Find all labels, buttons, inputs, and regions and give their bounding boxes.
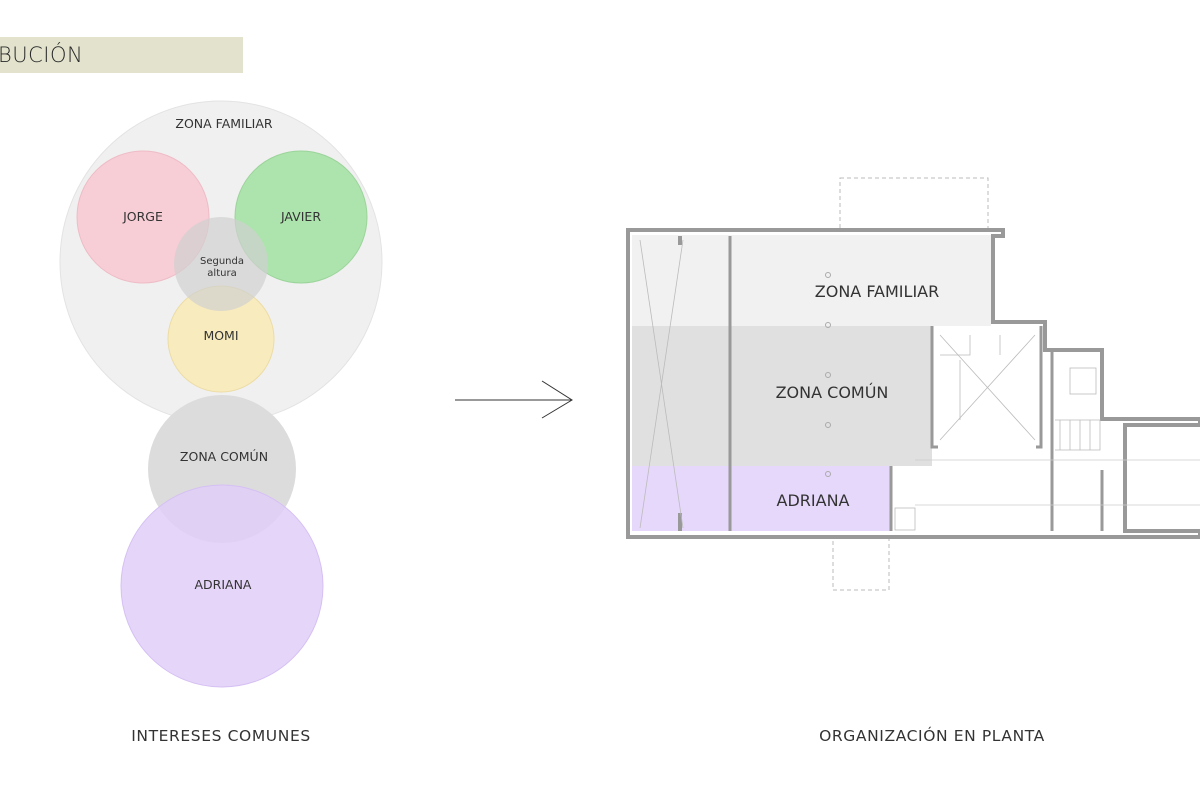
- plan-label-zona-comun: ZONA COMÚN: [776, 383, 889, 402]
- label-adriana: ADRIANA: [194, 577, 251, 592]
- arrow-icon: [455, 380, 573, 419]
- caption-organizacion-planta: ORGANIZACIÓN EN PLANTA: [819, 727, 1045, 745]
- circle-jorge: [76, 150, 210, 284]
- circle-adriana: [120, 484, 324, 688]
- circle-segunda-altura: [174, 217, 268, 311]
- plan-label-adriana: ADRIANA: [777, 491, 850, 510]
- label-jorge: JORGE: [122, 209, 163, 224]
- label-segunda: Segunda: [200, 256, 244, 267]
- label-zona-familiar: ZONA FAMILIAR: [175, 116, 273, 131]
- zone-adriana-fill: [632, 466, 891, 531]
- label-momi: MOMI: [203, 328, 238, 343]
- circle-javier: [234, 150, 368, 284]
- section-title: BUCIÓN: [0, 43, 84, 67]
- plan-label-zona-familiar: ZONA FAMILIAR: [815, 282, 939, 301]
- floor-plan: ZONA FAMILIAR ZONA COMÚN ADRIANA: [626, 177, 1200, 591]
- venn-diagram: ZONA FAMILIAR JORGE JAVIER Segunda altur…: [59, 100, 383, 688]
- label-javier: JAVIER: [280, 209, 321, 224]
- section-title-band: BUCIÓN: [0, 37, 243, 73]
- label-zona-comun: ZONA COMÚN: [180, 449, 268, 464]
- caption-intereses-comunes: INTERESES COMUNES: [131, 727, 311, 745]
- label-altura: altura: [207, 268, 236, 279]
- zone-familiar-fill: [632, 235, 991, 326]
- zone-comun-fill: [632, 326, 932, 466]
